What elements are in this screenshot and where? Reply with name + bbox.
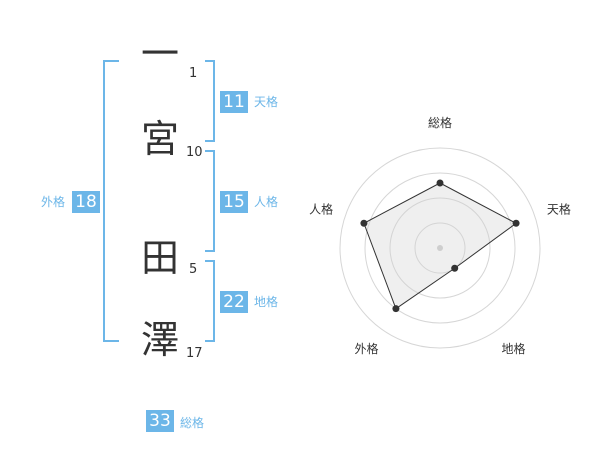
radar-data-point <box>360 219 368 227</box>
radar-axis-label: 人格 <box>309 201 333 216</box>
jinkaku-badge: 15 <box>220 191 248 213</box>
radar-data-point <box>512 219 520 227</box>
name-char-3: 田 <box>141 236 180 280</box>
tenkaku-badge: 11 <box>220 91 248 113</box>
radar-ring <box>364 172 516 324</box>
name-char-2: 宮 <box>141 117 180 161</box>
tenkaku-label: 天格 <box>254 95 279 109</box>
tenkaku-bracket <box>205 60 215 142</box>
stroke-count-3: 5 <box>189 262 198 277</box>
radar-axis-label: 天格 <box>547 201 571 216</box>
radar-axis-label: 地格 <box>501 341 525 356</box>
chikaku-badge: 22 <box>220 291 248 313</box>
soukaku-badge: 33 <box>146 410 174 432</box>
gaikaku-badge: 18 <box>72 191 100 213</box>
jinkaku-bracket <box>205 150 215 252</box>
name-char-1: 一 <box>141 32 180 76</box>
radar-axis-label: 総格 <box>428 115 452 130</box>
name-char-4: 澤 <box>141 318 180 362</box>
radar-center-dot <box>437 245 443 251</box>
radar-data-point <box>451 264 459 272</box>
stroke-count-4: 17 <box>186 346 203 361</box>
gaikaku-bracket <box>103 60 119 342</box>
soukaku-label: 総格 <box>180 416 205 430</box>
radar-data-point <box>392 305 400 313</box>
radar-axis-label: 外格 <box>355 341 379 356</box>
chikaku-label: 地格 <box>254 295 279 309</box>
chikaku-bracket <box>205 260 215 342</box>
radar-ring <box>414 222 466 274</box>
jinkaku-label: 人格 <box>254 195 279 209</box>
radar-data-point <box>436 179 444 187</box>
stroke-count-1: 1 <box>189 66 198 81</box>
radar-data-polygon <box>363 182 518 310</box>
radar-ring <box>389 197 491 299</box>
stroke-count-2: 10 <box>186 145 203 160</box>
gaikaku-label: 外格 <box>41 195 66 209</box>
